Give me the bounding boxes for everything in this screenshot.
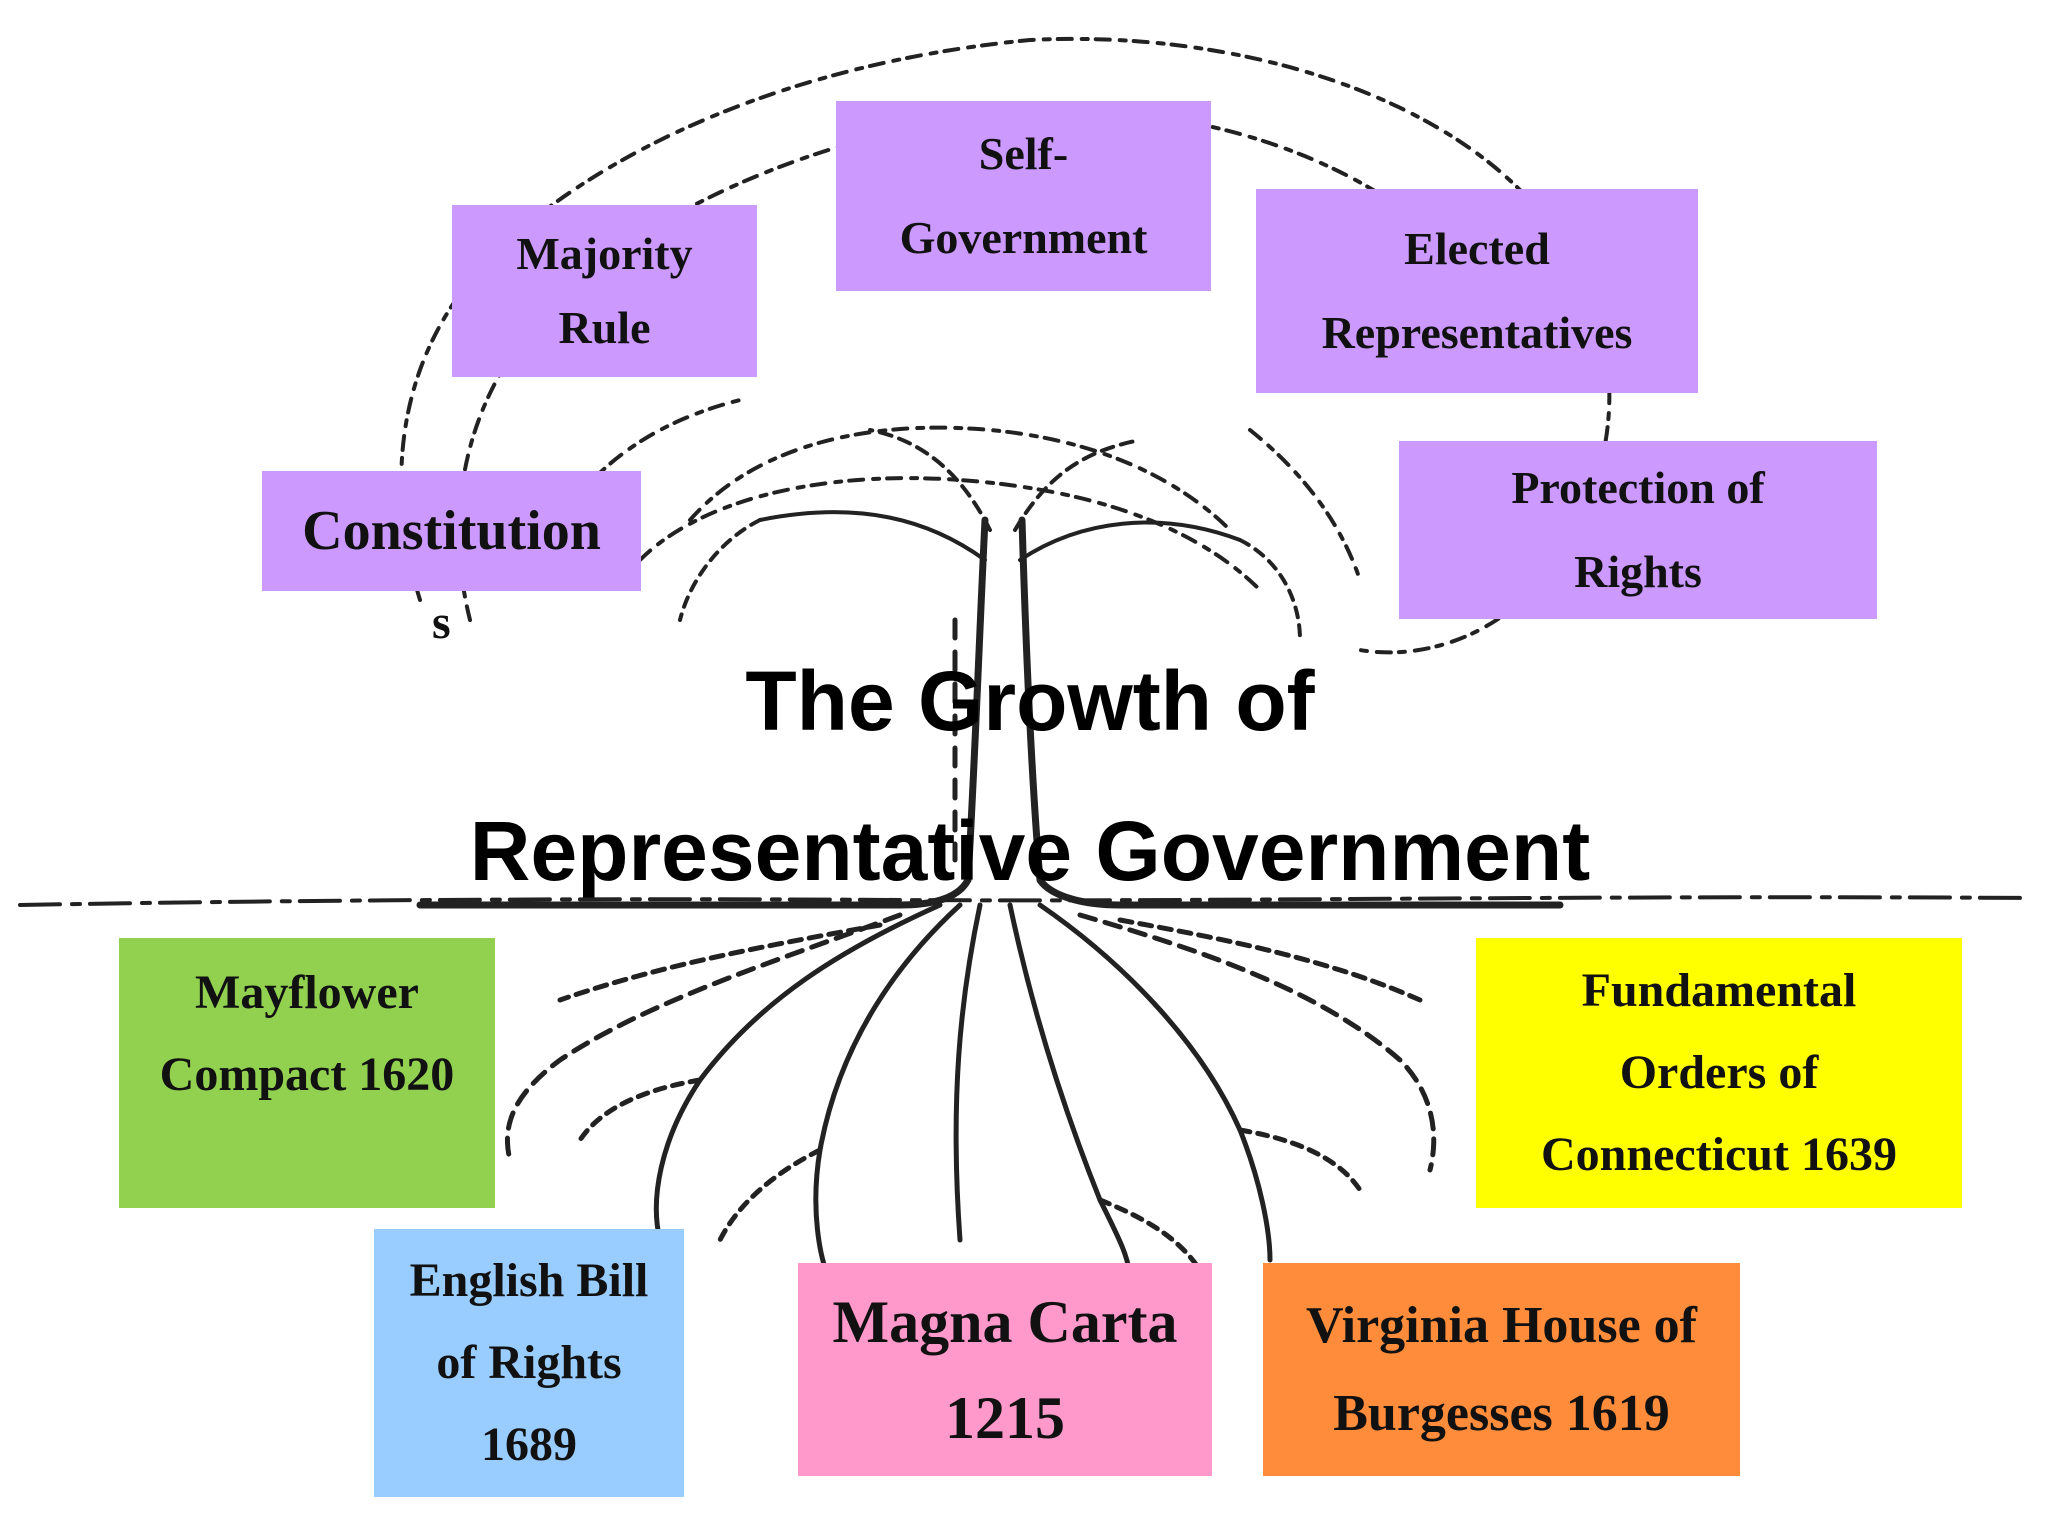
english-bill-line-2: of Rights [436, 1336, 622, 1389]
tree-roots [504, 902, 1437, 1283]
title-line-1: The Growth of [745, 654, 1315, 748]
mayflower-line-2: Compact 1620 [159, 1048, 455, 1101]
tree-trunk-right [1018, 516, 1564, 909]
elected-representatives-line-2: Representatives [1321, 307, 1633, 358]
ground-line [18, 895, 2032, 907]
branch-majority-rule: Majority Rule [452, 205, 757, 377]
root-virginia-house-of-burgesses: Virginia House of Burgesses 1619 [1263, 1263, 1740, 1476]
majority-rule-line-1: Majority [516, 228, 693, 279]
self-government-line-1: Self- [978, 128, 1069, 179]
self-government-line-2: Government [899, 212, 1148, 263]
title-line-2: Representative Government [469, 804, 1591, 898]
protection-of-rights-line-1: Protection of [1511, 462, 1765, 513]
root-english-bill-of-rights: English Bill of Rights 1689 [374, 1229, 684, 1497]
elected-representatives-line-1: Elected [1404, 223, 1550, 274]
english-bill-line-3: 1689 [481, 1418, 577, 1471]
root-fundamental-orders: Fundamental Orders of Connecticut 1639 [1476, 938, 1962, 1208]
branch-elected-representatives: Elected Representatives [1256, 189, 1698, 393]
magna-carta-line-2: 1215 [944, 1384, 1065, 1451]
root-mayflower-compact: Mayflower Compact 1620 [119, 938, 495, 1208]
mayflower-line-1: Mayflower [195, 966, 419, 1019]
magna-carta-line-1: Magna Carta [832, 1288, 1178, 1355]
fundamental-orders-line-2: Orders of [1619, 1046, 1819, 1099]
constitutions-overflow-letter: s [432, 596, 451, 649]
majority-rule-line-2: Rule [558, 302, 651, 353]
branch-self-government: Self- Government [836, 101, 1211, 291]
branch-protection-of-rights: Protection of Rights [1399, 441, 1877, 619]
root-magna-carta: Magna Carta 1215 [798, 1263, 1212, 1476]
diagram-title: The Growth of Representative Government [240, 626, 1820, 926]
fundamental-orders-line-1: Fundamental [1581, 964, 1857, 1017]
protection-of-rights-line-2: Rights [1574, 546, 1702, 597]
fundamental-orders-line-3: Connecticut 1639 [1541, 1128, 1897, 1181]
tree-branches [678, 428, 1302, 642]
tree-trunk-left [416, 516, 989, 909]
branch-constitutions: Constitution [262, 471, 641, 591]
english-bill-line-1: English Bill [409, 1254, 649, 1307]
virginia-house-line-1: Virginia House of [1306, 1296, 1697, 1354]
constitutions-label: Constitution [302, 500, 601, 562]
virginia-house-line-2: Burgesses 1619 [1333, 1384, 1670, 1442]
